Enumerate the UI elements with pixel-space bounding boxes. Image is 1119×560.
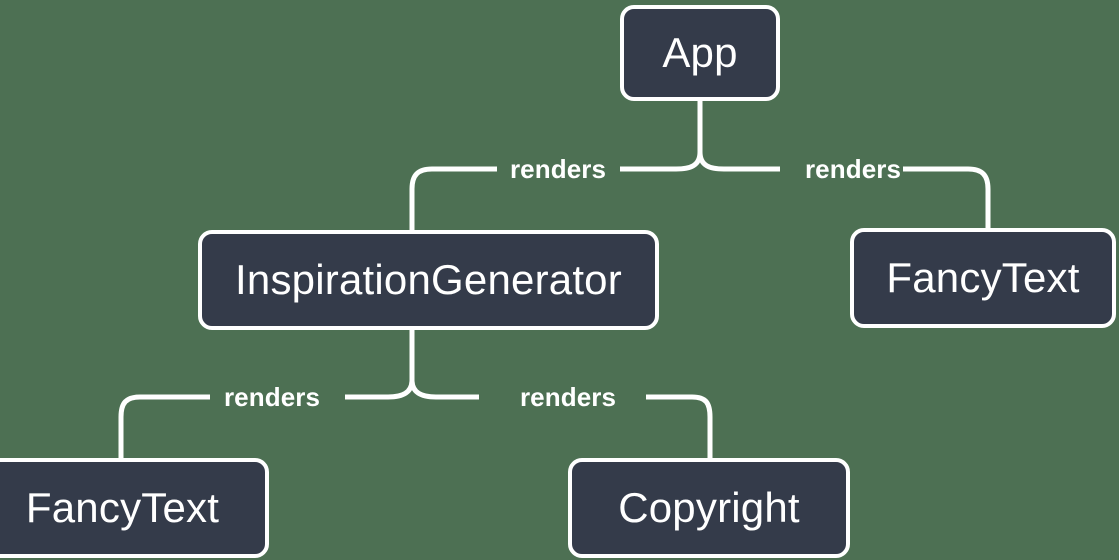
edge-label-inspiration-generator-to-copyright: renders [519,382,617,412]
node-fancy-text-left-label: FancyText [25,484,220,531]
edge-app-to-fancytext-a [697,151,780,172]
node-inspiration-generator[interactable]: InspirationGenerator [198,230,659,330]
edge-inspirationgenerator-to-fancytext-a [345,379,415,400]
edge-label-app-to-fancy-text-right: renders [804,154,902,184]
edge-label-app-to-inspiration-generator: renders [509,154,607,184]
node-copyright[interactable]: Copyright [568,458,850,558]
node-fancy-text-right[interactable]: FancyText [850,228,1116,328]
edge-app-to-inspirationgenerator-b [409,166,497,230]
edge-app-to-fancytext-b [903,166,991,228]
node-fancy-text-right-label: FancyText [886,254,1080,301]
edge-inspirationgenerator-to-copyright-b [646,394,713,458]
edge-label-inspiration-generator-to-fancy-text-left: renders [223,382,321,412]
edge-inspirationgenerator-to-copyright-a [409,379,479,400]
node-fancy-text-left[interactable]: FancyText [0,458,269,558]
node-copyright-label: Copyright [618,484,800,531]
node-inspiration-generator-label: InspirationGenerator [235,256,622,303]
node-app[interactable]: App [620,5,780,101]
edge-app-to-inspirationgenerator-a [620,151,703,172]
node-app-label: App [662,29,738,76]
edge-inspirationgenerator-to-fancytext-b [118,394,210,458]
